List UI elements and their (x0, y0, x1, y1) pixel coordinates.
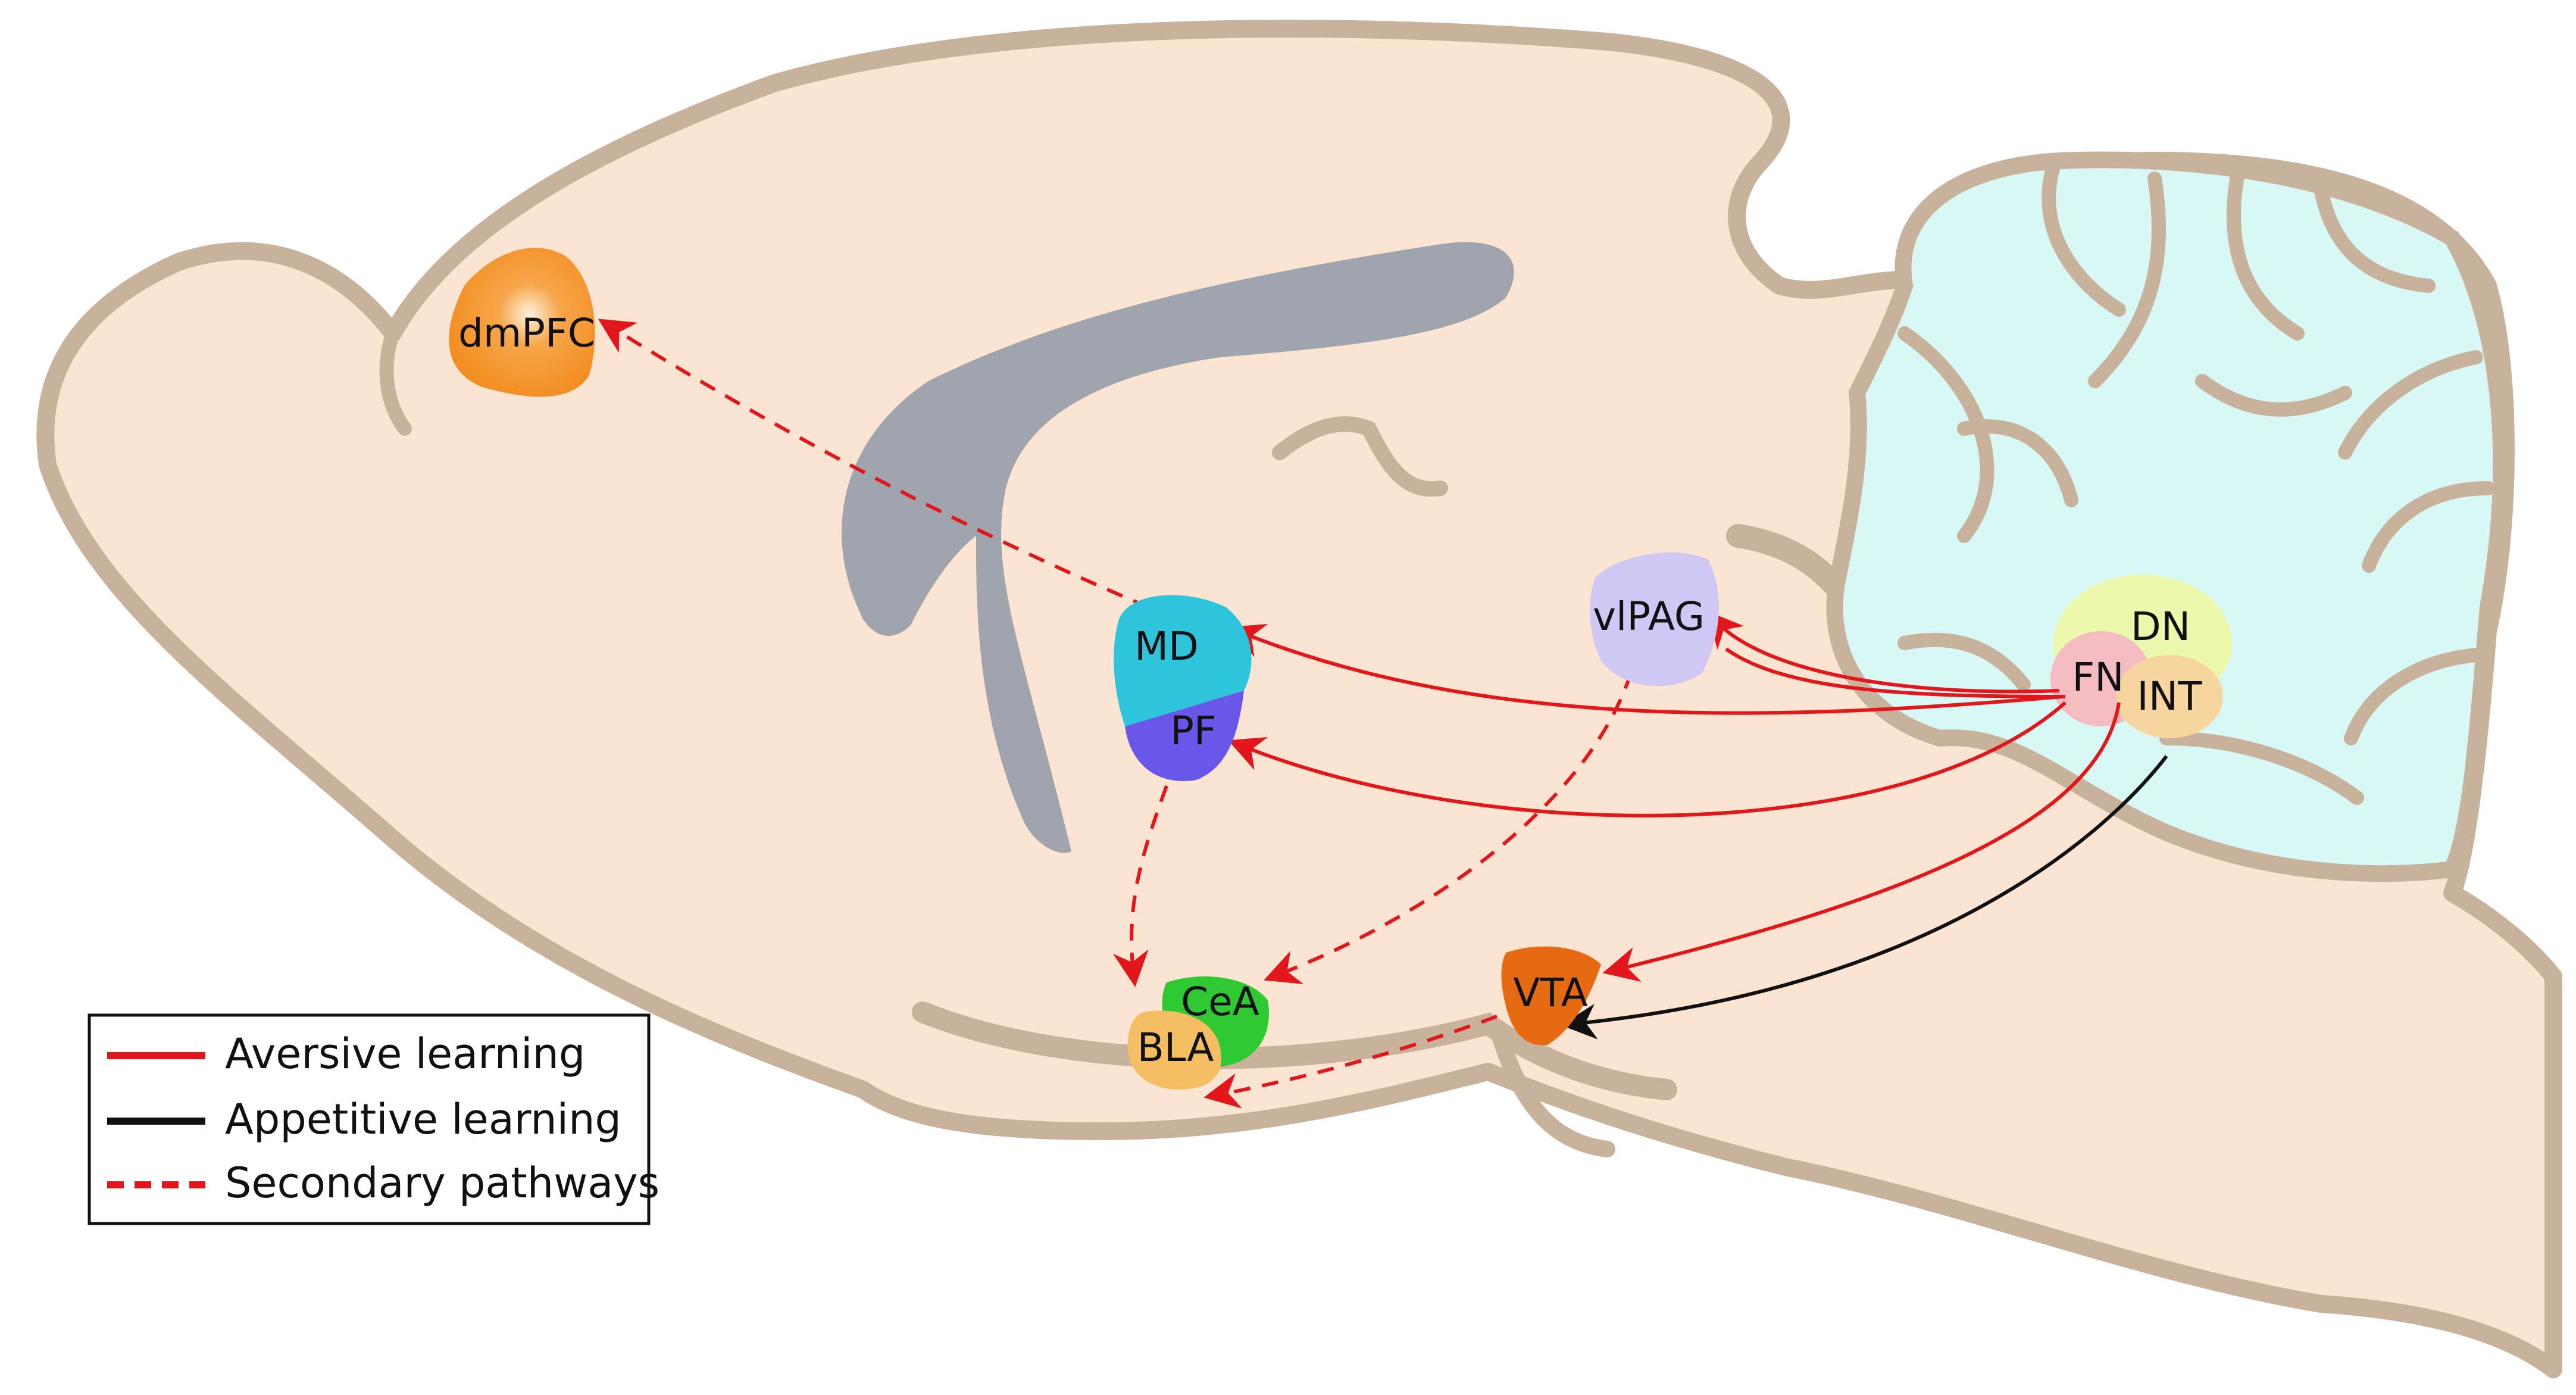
vlpag-label: vlPAG (1593, 594, 1705, 639)
brainstem-band (912, 1001, 1677, 1100)
cerebellar-folia (1897, 160, 2495, 805)
pons-fold (1492, 1028, 1615, 1157)
dmpfc-label: dmPFC (458, 310, 595, 356)
bla-label: BLA (1137, 1025, 1214, 1071)
legend-secondary-label: Secondary pathways (225, 1159, 659, 1207)
fn-label: FN (2072, 654, 2124, 700)
bla-region (1128, 1010, 1221, 1090)
legend: Aversive learning Appetitive learning Se… (87, 1013, 659, 1225)
appetitive-pathway (1561, 755, 2168, 1040)
vta-label: VTA (1513, 970, 1588, 1016)
lateral-ventricle (842, 242, 1514, 853)
int-label: INT (2137, 673, 2202, 719)
aversive-pathways (1228, 611, 2121, 982)
secondary-pathways (598, 319, 1633, 1109)
cortex-fold (379, 326, 412, 436)
cea-label: CeA (1181, 979, 1259, 1025)
vlpag-region (1590, 552, 1720, 686)
dn-label: DN (2131, 604, 2190, 650)
pf-label: PF (1170, 708, 1217, 754)
md-label: MD (1134, 623, 1199, 669)
md-region (1114, 595, 1252, 726)
legend-appetitive-label: Appetitive learning (225, 1095, 621, 1144)
tectum-fold (1272, 416, 1448, 497)
vta-region (1501, 946, 1601, 1046)
dmpfc-region (449, 248, 595, 397)
int-region (2116, 655, 2223, 738)
pf-region (1125, 691, 1244, 781)
legend-aversive-label: Aversive learning (225, 1029, 585, 1078)
